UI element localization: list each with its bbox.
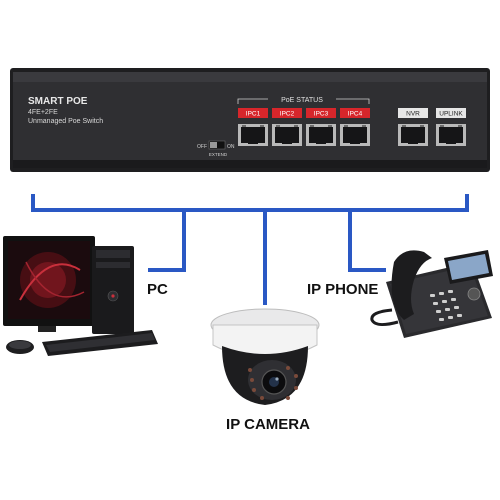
dip-extend-label: EXTEND — [209, 152, 228, 157]
dip-off-label: OFF — [197, 144, 207, 150]
port-label-bg — [238, 108, 268, 118]
camera-label: IP CAMERA — [226, 416, 310, 433]
phone-connector — [348, 208, 386, 272]
bus-line — [31, 194, 469, 212]
rj45-port-icon[interactable] — [436, 124, 466, 146]
port-label-ipc2: IPC2 — [280, 111, 295, 118]
dome-camera-icon — [210, 308, 320, 405]
port-label-bg — [436, 108, 466, 118]
switch-brand: SMART POE — [28, 96, 88, 107]
switch-description: Unmanaged Poe Switch — [28, 118, 103, 125]
dip-on-label: ON — [227, 144, 235, 150]
phone-label: IP PHONE — [307, 281, 378, 298]
port-label-bg — [340, 108, 370, 118]
port-label-bg — [272, 108, 302, 118]
port-label-ipc4: IPC4 — [348, 111, 363, 118]
port-label-nvr: NVR — [406, 111, 420, 118]
switch-model: 4FE+2FE — [28, 109, 58, 116]
poe-switch: SMART POE 4FE+2FE Unmanaged Poe Switch P… — [10, 68, 490, 172]
pc-connector — [148, 208, 186, 272]
rj45-port-icon[interactable] — [272, 124, 302, 146]
port-label-ipc3: IPC3 — [314, 111, 329, 118]
connector-lines — [31, 194, 469, 305]
rj45-port-icon[interactable] — [340, 124, 370, 146]
port-label-bg — [306, 108, 336, 118]
desktop-pc-icon — [3, 236, 158, 356]
rj45-port-icon[interactable] — [306, 124, 336, 146]
rj45-port-icon[interactable] — [238, 124, 268, 146]
poe-status-label: PoE STATUS — [281, 97, 323, 104]
port-label-ipc1: IPC1 — [246, 111, 261, 118]
port-label-uplink: UPLINK — [439, 111, 463, 118]
rj45-port-icon[interactable] — [398, 124, 428, 146]
pc-label: PC — [147, 281, 168, 298]
ip-phone-icon — [370, 250, 493, 338]
port-label-bg — [398, 108, 428, 118]
